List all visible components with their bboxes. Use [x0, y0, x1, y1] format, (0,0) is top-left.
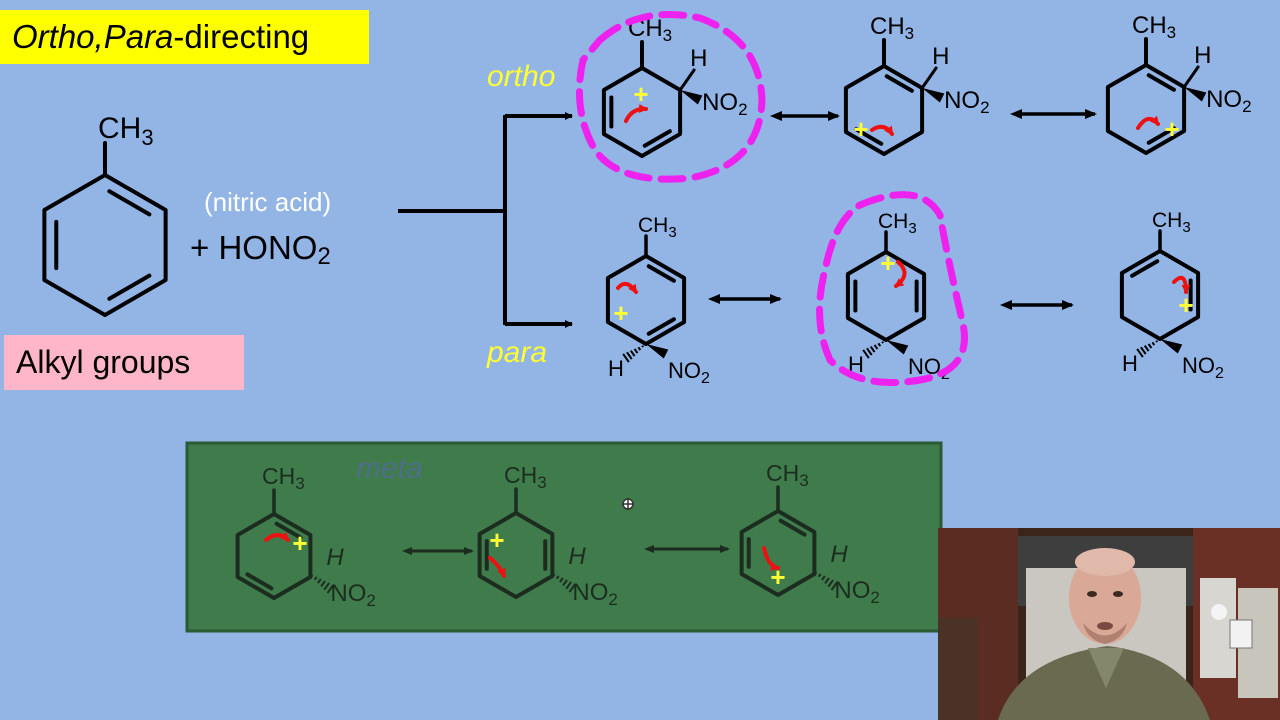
ortho-1-h: H	[690, 45, 707, 72]
para-1-plus: +	[613, 298, 628, 328]
para-3-no2-wedge	[1160, 339, 1183, 354]
meta-1-h: H	[326, 544, 344, 571]
para-1-h-hash	[622, 345, 644, 363]
ortho-2-h: H	[932, 43, 949, 70]
reagent-formula-main: + HONO	[190, 229, 318, 266]
toluene-ring	[42, 173, 168, 317]
meta-3-no2-hash	[814, 571, 839, 591]
webcam-overlay	[938, 528, 1280, 720]
ortho-2-electron-arrow	[870, 124, 894, 136]
move-cursor-icon	[622, 498, 634, 510]
ortho-3-no2-wedge	[1184, 87, 1207, 102]
meta-2-no2: NO2	[572, 579, 617, 609]
para-2-electron-arrow	[894, 260, 907, 288]
para-3-electron-arrow	[1172, 275, 1191, 294]
meta-2-h: H	[568, 543, 586, 570]
para-1-electron-arrow	[616, 281, 638, 294]
meta-3-h: H	[830, 541, 848, 568]
meta-2-electron-arrow	[488, 556, 506, 578]
meta-3-ring	[739, 509, 817, 597]
ortho-1-plus: +	[633, 79, 648, 109]
reagent-formula: + HONO2	[190, 229, 331, 271]
ortho-1-no2-wedge	[680, 90, 703, 105]
meta-1-ch3: CH3	[262, 463, 305, 493]
meta-3-electron-arrow	[762, 546, 780, 572]
ortho-3-plus: +	[1164, 114, 1179, 144]
para-2-no2-wedge	[886, 340, 909, 355]
ortho-2-no2: NO2	[944, 87, 989, 117]
ortho-3-no2: NO2	[1206, 86, 1251, 116]
ortho-2-h-bond	[920, 66, 938, 90]
title-rest: -directing	[173, 18, 310, 55]
meta-2-plus: +	[489, 525, 504, 555]
para-2-h-hash	[862, 341, 884, 359]
para-highlight-circle	[816, 191, 968, 386]
meta-1-ring	[235, 512, 313, 600]
para-1-h: H	[608, 356, 624, 381]
meta-label: meta	[356, 452, 423, 485]
meta-1-plus: +	[292, 528, 307, 558]
ortho-2-ch3: CH3	[870, 13, 914, 43]
branch-arrow	[398, 112, 573, 328]
para-3-ch3: CH3	[1152, 209, 1191, 236]
reagent-name: (nitric acid)	[204, 187, 332, 217]
title-italic: Ortho,Para	[12, 18, 174, 55]
para-1-no2: NO2	[668, 358, 710, 387]
para-label: para	[487, 336, 548, 369]
meta-1-electron-arrow	[264, 531, 290, 542]
meta-1-no2-hash	[310, 574, 335, 594]
ortho-3-h: H	[1194, 42, 1211, 69]
para-3-h-hash	[1136, 340, 1158, 358]
para-3-plus: +	[1178, 290, 1193, 320]
toluene-ch3: CH3	[98, 112, 154, 150]
para-1-no2-wedge	[646, 344, 669, 359]
webcam-video	[938, 528, 1280, 720]
ortho-1-no2: NO2	[702, 89, 747, 119]
meta-1-no2: NO2	[330, 580, 375, 610]
title-banner: Ortho,Para-directing	[0, 10, 369, 64]
para-3-h: H	[1122, 351, 1138, 376]
ortho-3-h-bond	[1182, 65, 1200, 89]
reagent-formula-sub: 2	[317, 243, 331, 271]
para-2-plus: +	[880, 248, 895, 278]
para-1-ch3: CH3	[638, 214, 677, 241]
ortho-1-electron-arrow	[624, 104, 648, 123]
ortho-2-plus: +	[853, 114, 868, 144]
alkyl-groups-text: Alkyl groups	[16, 344, 191, 380]
para-2-ch3: CH3	[878, 210, 917, 237]
ortho-label: ortho	[487, 60, 556, 93]
alkyl-groups-label: Alkyl groups	[4, 335, 244, 390]
ortho-3-electron-arrow	[1136, 115, 1160, 130]
para-3-no2: NO2	[1182, 353, 1224, 382]
meta-2-no2-hash	[552, 573, 577, 593]
ortho-1-h-bond	[678, 68, 696, 92]
para-2-h: H	[848, 352, 864, 377]
ortho-2-no2-wedge	[922, 88, 945, 103]
ortho-3-ch3: CH3	[1132, 12, 1176, 42]
meta-3-ch3: CH3	[766, 460, 809, 490]
meta-3-no2: NO2	[834, 577, 879, 607]
ortho-highlight-circle	[575, 10, 766, 183]
meta-2-ring	[477, 511, 555, 599]
meta-2-ch3: CH3	[504, 462, 547, 492]
